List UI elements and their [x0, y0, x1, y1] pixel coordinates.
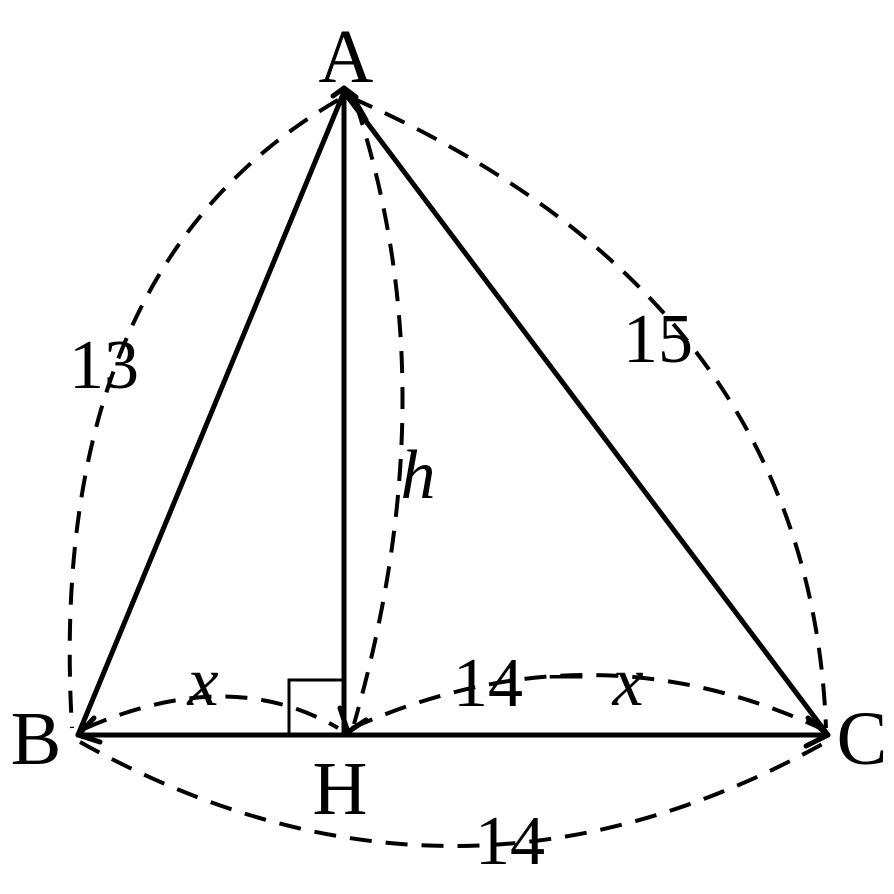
dimension-arc-hc — [351, 673, 821, 730]
arrowhead-h — [337, 705, 369, 735]
segment-bh-label: x — [186, 644, 218, 721]
vertex-label-h: H — [313, 747, 368, 831]
height-label: h — [401, 437, 436, 514]
segment-hc-variable: x — [611, 644, 643, 721]
side-ab — [75, 89, 347, 738]
dimension-arc-ac — [351, 96, 828, 729]
dimension-arc-bh — [85, 694, 340, 730]
arrowhead-c — [803, 715, 831, 749]
vertex-label-b: B — [11, 697, 62, 781]
side-bc-length: 14 — [475, 803, 545, 880]
right-angle-marker — [287, 678, 346, 737]
dimension-arc-height — [352, 103, 405, 725]
arrowhead-b — [75, 715, 103, 745]
segment-hc-number: 14 — [453, 645, 523, 722]
side-ac-length: 15 — [623, 301, 693, 378]
side-ac — [341, 89, 831, 738]
dimension-arc-bc — [79, 740, 827, 848]
arrowhead-a-down — [341, 85, 369, 123]
side-ab-length: 13 — [69, 327, 139, 404]
dimension-arc-ab — [67, 98, 340, 729]
vertex-label-c: C — [837, 697, 888, 781]
vertex-label-a: A — [319, 15, 374, 99]
segment-hc-minus: − — [546, 639, 585, 716]
